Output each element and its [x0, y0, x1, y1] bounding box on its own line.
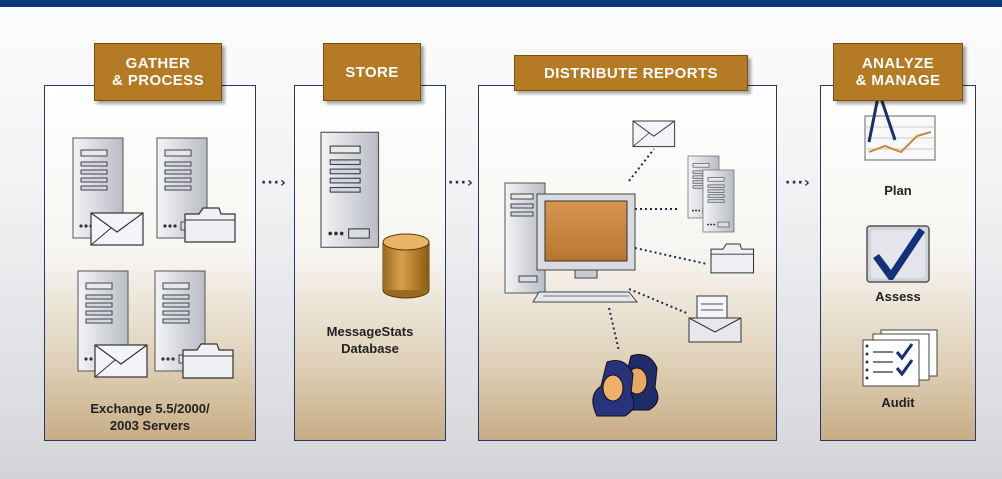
arrow-3: ···›: [785, 175, 811, 191]
audit-label: Audit: [881, 395, 915, 410]
plan-label: Plan: [884, 183, 912, 198]
audit-checklist-icon: [862, 329, 938, 387]
arrow-1: ···›: [261, 175, 287, 191]
assess-label: Assess: [875, 289, 921, 304]
monitor-icon: [532, 193, 639, 303]
gather-panel: [44, 85, 256, 441]
arrow-2: ···›: [448, 175, 474, 191]
analyze-manage-header: ANALYZE & MANAGE: [833, 43, 963, 101]
database-caption: MessageStats Database: [326, 324, 414, 356]
exchange-servers-caption: Exchange 5.5/2000/ 2003 Servers: [90, 401, 210, 433]
outbox-icon: [688, 295, 742, 343]
database-server-icon: [320, 131, 430, 299]
distribute-reports-header: DISTRIBUTE REPORTS: [514, 55, 748, 91]
top-bar: [0, 0, 1002, 7]
database-cylinder-icon: [382, 233, 430, 299]
exchange-servers-icon: [72, 137, 236, 379]
analyze-panel: [820, 85, 976, 441]
analyze-icons: [862, 88, 938, 387]
gather-process-header: GATHER & PROCESS: [94, 43, 222, 101]
assess-checkbox-icon: [866, 225, 930, 283]
store-header: STORE: [323, 43, 421, 101]
store-panel: [294, 85, 446, 441]
users-icon: [592, 354, 659, 417]
distribute-panel: [478, 85, 777, 441]
distribution-network-icon: [504, 120, 755, 417]
plan-icon: [864, 88, 936, 161]
